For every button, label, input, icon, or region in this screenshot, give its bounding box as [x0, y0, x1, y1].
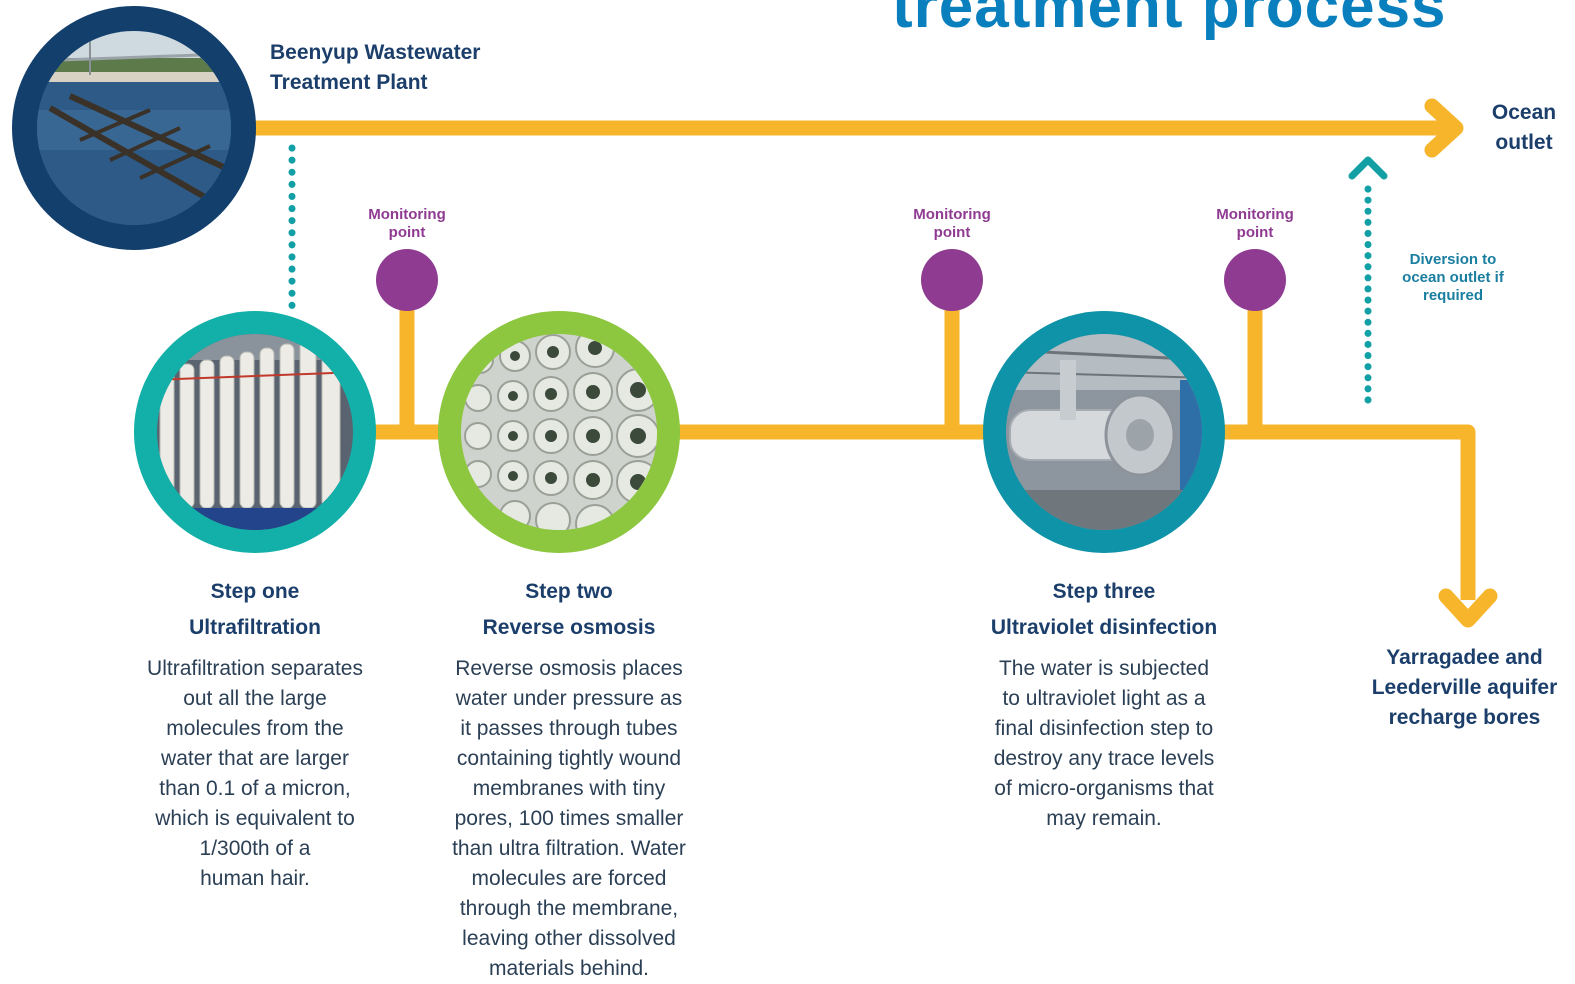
diversion-label-line3: required: [1422, 287, 1483, 304]
diversion-label-line1: Diversion to: [1409, 251, 1497, 268]
diversion-arrowhead: [1348, 156, 1388, 180]
plant-label-line2: Treatment Plant: [270, 71, 428, 94]
ultrafiltration-photo: [134, 311, 376, 553]
step-two-line: leaving other dissolved: [462, 927, 676, 950]
step-one-line: human hair.: [200, 867, 310, 890]
step-two-line: it passes through tubes: [460, 717, 678, 740]
ocean-outlet-label: Ocean outlet: [1478, 98, 1570, 158]
step-two-line: Reverse osmosis places: [455, 657, 683, 680]
aquifer-label-line3: recharge bores: [1388, 706, 1541, 729]
step-two-line: than ultra filtration. Water: [452, 837, 686, 860]
step-one-line: water that are larger: [161, 747, 349, 770]
diversion-label: Diversion to ocean outlet if required: [1382, 251, 1524, 305]
aquifer-label: Yarragadee and Leederville aquifer recha…: [1362, 643, 1567, 733]
monitoring-label-2-line2: point: [933, 224, 971, 241]
monitoring-label-1-line2: point: [388, 224, 426, 241]
step-one-line: which is equivalent to: [155, 807, 355, 830]
step-two-line: containing tightly wound: [456, 747, 682, 770]
step-three-line: The water is subjected: [998, 657, 1210, 680]
uv-disinfection-photo: [983, 311, 1225, 553]
aquifer-label-line1: Yarragadee and: [1386, 646, 1543, 669]
diversion-arrow: [1348, 156, 1388, 404]
monitoring-point-1: [376, 249, 438, 311]
step-three-number: Step three: [1052, 580, 1156, 603]
monitoring-label-3-line1: Monitoring: [1216, 206, 1294, 223]
diversion-label-line2: ocean outlet if: [1402, 269, 1504, 286]
step-one-description: Ultrafiltration separates out all the la…: [120, 654, 390, 894]
step-three-line: destroy any trace levels: [993, 747, 1215, 770]
ocean-label-line2: outlet: [1495, 131, 1553, 154]
monitoring-label-3: Monitoring point: [1195, 206, 1315, 242]
step-two-line: membranes with tiny: [472, 777, 666, 800]
step-three-name: Ultraviolet disinfection: [990, 616, 1218, 639]
aquifer-label-line2: Leederville aquifer: [1371, 676, 1558, 699]
step-three-line: of micro-organisms that: [994, 777, 1214, 800]
step-three-description: The water is subjected to ultraviolet li…: [964, 654, 1244, 834]
ocean-pipe: [242, 98, 1464, 158]
monitoring-point-2: [921, 249, 983, 311]
page-title: treatment process: [892, 0, 1447, 41]
plant-label-line1: Beenyup Wastewater: [270, 41, 481, 64]
step-two-number: Step two: [525, 580, 613, 603]
step-one-line: out all the large: [183, 687, 327, 710]
step-two-line: molecules are forced: [471, 867, 667, 890]
monitoring-label-3-line2: point: [1236, 224, 1274, 241]
step-two-line: through the membrane,: [459, 897, 679, 920]
plant-label: Beenyup Wastewater Treatment Plant: [270, 38, 550, 98]
step-one-line: than 0.1 of a micron,: [159, 777, 351, 800]
step-one-line: Ultrafiltration separates: [147, 657, 363, 680]
ocean-arrowhead: [1424, 98, 1464, 158]
step-one-name: Ultrafiltration: [189, 616, 321, 639]
monitoring-label-1-line1: Monitoring: [368, 206, 446, 223]
step-two-name: Reverse osmosis: [482, 616, 656, 639]
plant-photo: [12, 6, 256, 250]
step-two-line: pores, 100 times smaller: [454, 807, 684, 830]
ocean-label-line1: Ocean: [1491, 101, 1557, 124]
monitoring-point-3: [1224, 249, 1286, 311]
step-one-number: Step one: [210, 580, 300, 603]
step-two-description: Reverse osmosis places water under press…: [424, 654, 714, 984]
monitoring-label-2-line1: Monitoring: [913, 206, 991, 223]
step-one-line: 1/300th of a: [199, 837, 311, 860]
step-one: Step one Ultrafiltration Ultrafiltration…: [120, 574, 390, 894]
step-two-line: materials behind.: [489, 957, 649, 980]
step-three-line: may remain.: [1046, 807, 1162, 830]
reverse-osmosis-photo: [438, 311, 680, 553]
step-two-line: water under pressure as: [455, 687, 683, 710]
step-three-line: to ultraviolet light as a: [1002, 687, 1206, 710]
monitoring-label-2: Monitoring point: [892, 206, 1012, 242]
step-two: Step two Reverse osmosis Reverse osmosis…: [424, 574, 714, 984]
step-one-line: molecules from the: [166, 717, 344, 740]
step-three: Step three Ultraviolet disinfection The …: [964, 574, 1244, 834]
monitoring-label-1: Monitoring point: [347, 206, 467, 242]
step-three-line: final disinfection step to: [994, 717, 1214, 740]
aquifer-arrowhead: [1438, 588, 1498, 628]
